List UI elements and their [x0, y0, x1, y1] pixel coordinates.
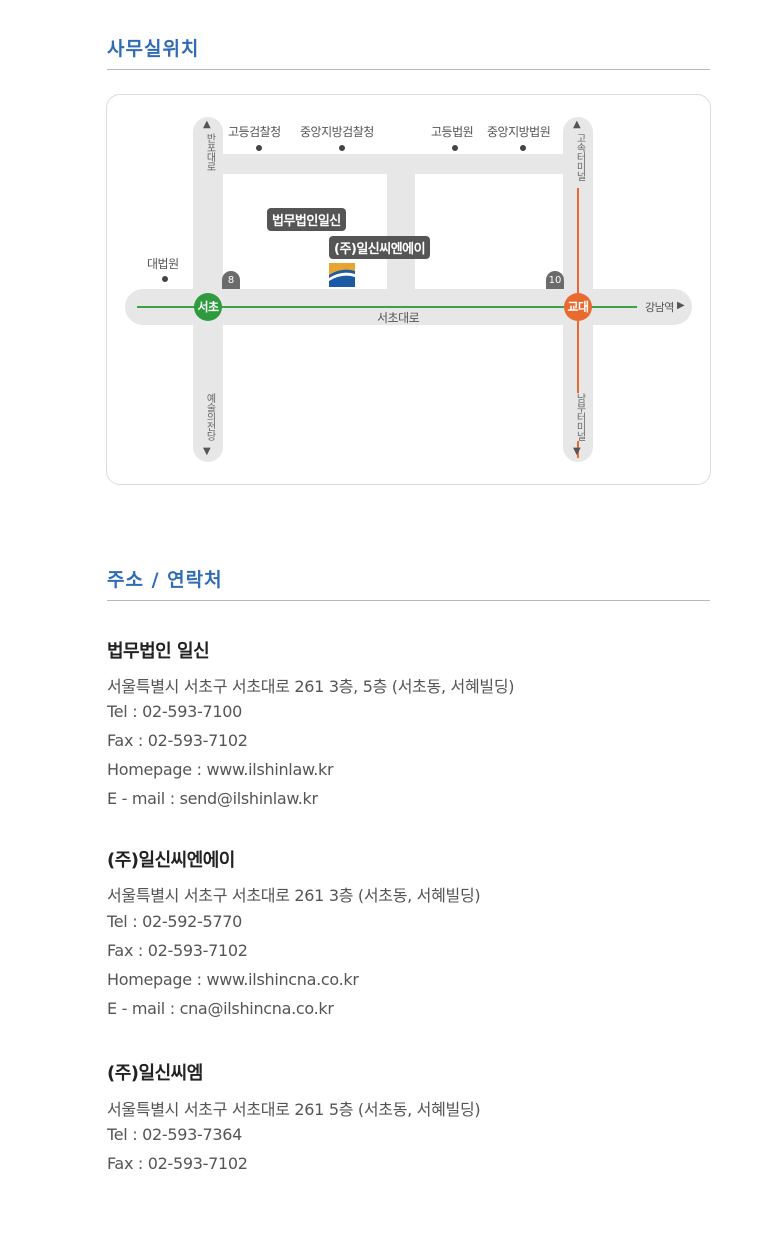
map-label-high-court: 고등법원: [431, 125, 474, 139]
company-homepage[interactable]: Homepage : www.ilshinlaw.kr: [107, 760, 334, 779]
company-email[interactable]: E - mail : send@ilshinlaw.kr: [107, 789, 318, 808]
subway-line-2: [137, 306, 637, 308]
company-email[interactable]: E - mail : cna@ilshincna.co.kr: [107, 999, 334, 1018]
station-gyodae: 교대: [564, 293, 592, 321]
location-dot: [256, 145, 262, 151]
exit-number-8: 8: [222, 271, 240, 289]
company-address: 서울특별시 서초구 서초대로 261 5층 (서초동, 서혜빌딩): [107, 1100, 481, 1119]
divider: [107, 69, 710, 70]
middle-vertical-road: [387, 154, 415, 289]
location-dot: [452, 145, 458, 151]
company-fax: Fax : 02-593-7102: [107, 1154, 248, 1173]
company-tel: Tel : 02-593-7100: [107, 702, 242, 721]
company-tel: Tel : 02-592-5770: [107, 912, 242, 931]
arrow-right-icon: ▶: [677, 300, 685, 311]
office-map: 고등검찰청 중앙지방검찰청 고등법원 중앙지방법원 ▲ 반포대로 예술의전당 ▼…: [106, 94, 711, 485]
company-tel: Tel : 02-593-7364: [107, 1125, 242, 1144]
building-logo-icon: [329, 263, 355, 287]
map-label-supreme-court: 대법원: [147, 257, 179, 271]
company-fax: Fax : 02-593-7102: [107, 731, 248, 750]
company-homepage[interactable]: Homepage : www.ilshincna.co.kr: [107, 970, 359, 989]
company-address: 서울특별시 서초구 서초대로 261 3층, 5층 (서초동, 서혜빌딩): [107, 677, 515, 696]
contact-section-title: 주소 / 연락처: [107, 569, 223, 591]
location-section-title: 사무실위치: [107, 38, 200, 60]
map-label-central-prosecutors: 중앙지방검찰청: [300, 125, 374, 139]
location-dot: [162, 276, 168, 282]
company-name: (주)일신씨엠: [107, 1063, 203, 1084]
road-label-banpo: 반포대로: [204, 133, 215, 171]
arrow-up-icon: ▲: [203, 119, 211, 130]
road-label-south-terminal: 남부터미널: [572, 393, 587, 441]
company-address: 서울특별시 서초구 서초대로 261 3층 (서초동, 서혜빌딩): [107, 886, 481, 905]
road-label-seocho-daero: 서초대로: [377, 311, 420, 325]
map-label-gangnam: 강남역: [645, 301, 674, 314]
arrow-down-icon: ▼: [573, 446, 581, 457]
divider: [107, 600, 710, 601]
company-fax: Fax : 02-593-7102: [107, 941, 248, 960]
company-name: (주)일신씨엔에이: [107, 850, 235, 871]
map-label-high-prosecutors: 고등검찰청: [228, 125, 281, 139]
exit-number-10: 10: [546, 271, 564, 289]
road-label-arts-center: 예술의전당: [204, 393, 215, 441]
arrow-up-icon: ▲: [573, 119, 581, 130]
station-seocho: 서초: [194, 293, 222, 321]
subway-line-3: [577, 188, 579, 458]
location-dot: [339, 145, 345, 151]
road-label-express-terminal: 고속터미널: [572, 133, 587, 181]
arrow-down-icon: ▼: [203, 446, 211, 457]
firm-bubble: 법무법인일신: [267, 208, 346, 231]
cna-bubble: (주)일신씨엔에이: [329, 236, 431, 259]
company-name: 법무법인 일신: [107, 641, 210, 662]
location-dot: [520, 145, 526, 151]
map-label-central-court: 중앙지방법원: [487, 125, 551, 139]
